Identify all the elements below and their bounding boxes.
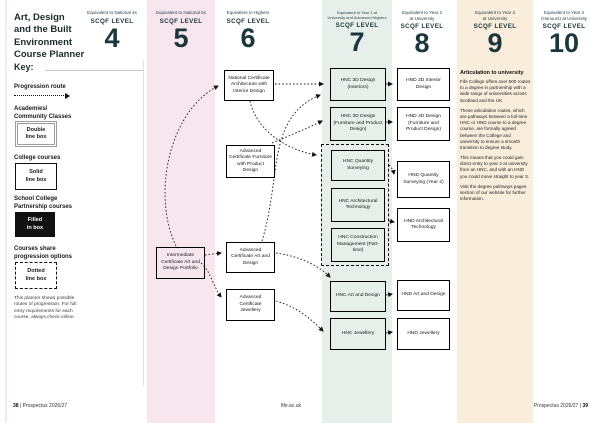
- level-header-4: Equivalent to National 4s SCQF LEVEL 4: [80, 10, 144, 51]
- course-box-hnc-quantity-surveying: HNC Quantity Surveying: [331, 150, 385, 181]
- level-number: 7: [349, 27, 365, 57]
- scqf-level-label: SCQF LEVEL: [90, 17, 134, 25]
- progression-route-arrow-icon: [14, 93, 72, 99]
- level-equivalent-label: Equivalent to Year 2 at University: [401, 10, 443, 21]
- course-box-hnd-jewellery: HND Jewellery: [397, 318, 450, 350]
- footer-website: fife.ac.uk: [281, 403, 302, 409]
- level-number: 8: [414, 28, 430, 59]
- page-number-right: 39: [582, 403, 588, 409]
- footer-left: 38 | Prospectus 2026/27: [13, 403, 67, 409]
- scqf-level-label: SCQF LEVEL: [335, 22, 379, 29]
- articulation-heading: Articulation to university: [460, 70, 524, 76]
- level-equivalent-label: Equivalent to Year 4 (Honours) at Univer…: [540, 10, 587, 21]
- footer-right: Prospectus 2026/27 | 39: [534, 403, 588, 409]
- page-number-left: 38: [13, 403, 19, 409]
- sidebar-divider: [143, 60, 144, 386]
- level-header-9: Equivalent to Year 3 at University SCQF …: [458, 10, 532, 57]
- key-progression-label: Progression route: [14, 84, 66, 90]
- scqf-level-label: SCQF LEVEL: [400, 23, 444, 31]
- course-box-adv-cert-jewellery: Advanced Certificate Jewellery: [226, 289, 275, 321]
- page-edge-strip: [5, 0, 7, 423]
- key-academies-label: Academies/ Community Classes: [14, 106, 72, 120]
- key-rule: [45, 70, 143, 71]
- key-heading: Key:: [14, 62, 34, 72]
- course-box-hnd-3d-design-furniture-product: HND 3D Design (Furniture and Product Des…: [397, 107, 450, 141]
- arrowhead-icon: [65, 93, 70, 99]
- course-box-nc-architecture-interior-design: National Certificate Architecture with I…: [224, 70, 274, 101]
- scqf-9-column-band: [457, 0, 533, 423]
- course-box-hnc-3d-design-furniture-product: HNC 3D Design (Furniture and Product Des…: [330, 107, 386, 141]
- level-equivalent-label: Equivalent to National 4s: [87, 10, 137, 15]
- key-college-label: College courses: [14, 155, 61, 161]
- key-dotted-line-box: Dotted line box: [15, 262, 57, 289]
- level-equivalent-label: Equivalent to Highers: [226, 10, 270, 15]
- footer-right-text: Prospectus 2026/27: [533, 403, 579, 409]
- course-box-hnc-3d-design-interiors: HNC 3D Design (Interiors): [330, 68, 386, 101]
- scqf-level-label: SCQF LEVEL: [473, 23, 517, 31]
- level-number: 9: [487, 28, 503, 59]
- course-box-hnd-3d-interior-design: HND 3D Interior Design: [397, 68, 450, 101]
- level-number: 6: [240, 22, 256, 53]
- key-solid-line-box: Solid line box: [15, 163, 57, 190]
- course-box-hnd-quantity-surveying: HND Quantity Surveying (Year 2): [397, 161, 450, 198]
- course-box-adv-cert-art-design: Advanced Certificate Art and Design: [226, 242, 275, 273]
- dotted-line: [14, 95, 64, 96]
- level-equivalent-label: Equivalent to Year 1 at University and A…: [327, 10, 387, 20]
- level-number: 5: [173, 22, 189, 53]
- course-box-hnc-jewellery: HNC Jewellery: [330, 318, 386, 350]
- level-number: 10: [548, 28, 580, 59]
- scqf-7-column-band: [322, 0, 392, 423]
- course-box-hnd-art-design: HND Art and Design: [397, 280, 450, 311]
- course-box-hnd-architectural-technology: HND Architectural Technology: [397, 208, 450, 242]
- course-box-intermediate-cert-art-design-portfolio: Intermediate Certificate Art and Design …: [156, 247, 205, 279]
- key-school-label: School College Partnership courses: [14, 196, 73, 210]
- articulation-paragraph: Visit the degree pathways pages section …: [460, 183, 527, 202]
- level-header-8: Equivalent to Year 2 at University SCQF …: [390, 10, 454, 57]
- articulation-info-block: Articulation to university Fife College …: [460, 70, 531, 206]
- level-number: 4: [104, 22, 120, 53]
- key-double-line-box: Double line box: [15, 121, 57, 147]
- course-box-hnc-architectural-technology: HNC Architectural Technology: [331, 188, 385, 222]
- footer-left-text: Prospectus 2026/27: [22, 403, 68, 409]
- articulation-paragraph: Fife College offers over 600 routes to a…: [460, 79, 531, 103]
- level-header-5: Equivalent to National 5s SCQF LEVEL 5: [149, 10, 213, 51]
- key-note: This planner shows possible routes of pr…: [14, 296, 77, 321]
- course-box-hnc-construction-management: HNC Construction Management (Part-time): [331, 228, 385, 262]
- footer-separator: |: [19, 403, 22, 409]
- level-equivalent-label: Equivalent to National 5s: [156, 10, 206, 15]
- shared-progression-group-box: [321, 144, 389, 266]
- key-filled-box: Filled in box: [15, 212, 55, 237]
- key-share-label: Courses share progression options: [14, 246, 73, 260]
- level-equivalent-label: Equivalent to Year 3 at University: [474, 10, 516, 21]
- level-header-10: Equivalent to Year 4 (Honours) at Univer…: [531, 10, 597, 57]
- articulation-paragraph: These articulation routes, which are pat…: [460, 107, 528, 150]
- footer-separator: |: [579, 403, 582, 409]
- articulation-paragraph: This means that you could gain direct en…: [460, 155, 529, 179]
- level-header-6: Equivalent to Highers SCQF LEVEL 6: [216, 10, 280, 51]
- level-header-7: Equivalent to Year 1 at University and A…: [323, 10, 391, 56]
- scqf-level-label: SCQF LEVEL: [542, 23, 586, 31]
- course-box-hnc-art-design: HNC Art and Design: [330, 281, 386, 312]
- course-box-adv-cert-furniture-product-design: Advanced Certificate Furniture with Prod…: [226, 145, 275, 178]
- page-title: Art, Design and the Built Environment Co…: [14, 12, 85, 61]
- scqf-level-label: SCQF LEVEL: [226, 17, 270, 25]
- scqf-level-label: SCQF LEVEL: [159, 17, 203, 25]
- scqf-5-column-band: [147, 0, 215, 423]
